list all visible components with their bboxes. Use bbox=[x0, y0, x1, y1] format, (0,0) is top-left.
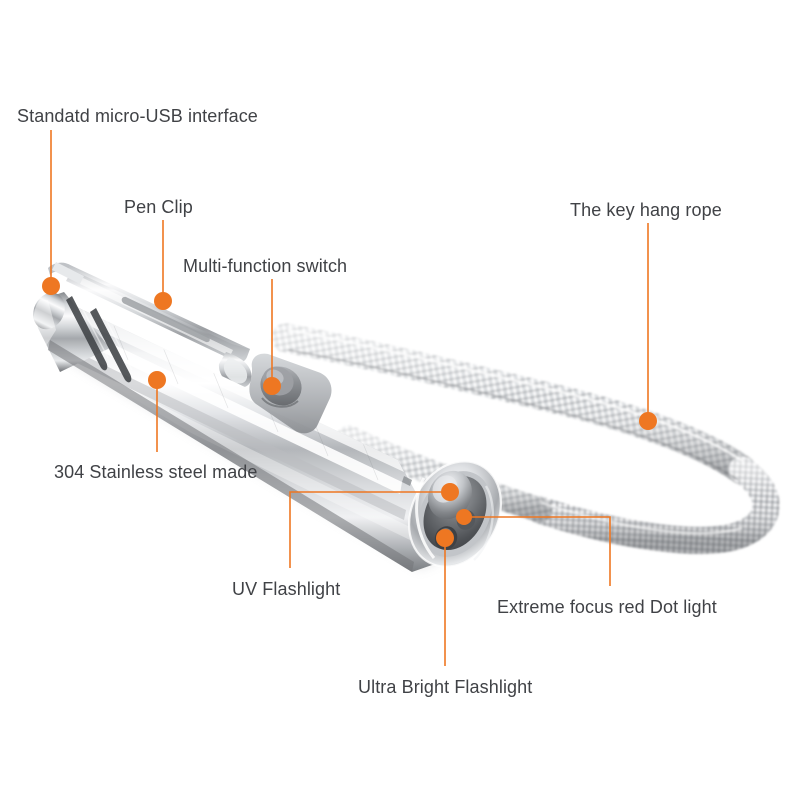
flashlight-barrel bbox=[33, 292, 452, 572]
callout-label-ultra-bright-flashlight: Ultra Bright Flashlight bbox=[358, 677, 533, 697]
leader-red-dot-light bbox=[470, 516, 611, 586]
callout-label-pen-clip: Pen Clip bbox=[124, 197, 193, 217]
callout-label-red-dot-light: Extreme focus red Dot light bbox=[497, 597, 717, 617]
callout-dot-stainless-steel[interactable] bbox=[148, 371, 166, 389]
callout-dot-multi-function-switch[interactable] bbox=[263, 377, 281, 395]
callout-dot-key-hang-rope[interactable] bbox=[639, 412, 657, 430]
callout-label-key-hang-rope: The key hang rope bbox=[570, 200, 722, 220]
callout-dot-red-dot-light[interactable] bbox=[456, 509, 472, 525]
callout-label-multi-function-switch: Multi-function switch bbox=[183, 256, 348, 276]
callout-dot-micro-usb[interactable] bbox=[42, 277, 60, 295]
callout-label-uv-flashlight: UV Flashlight bbox=[232, 579, 341, 599]
callout-dot-uv-flashlight[interactable] bbox=[441, 483, 459, 501]
callout-dot-pen-clip[interactable] bbox=[154, 292, 172, 310]
leader-uv-flashlight bbox=[289, 491, 446, 568]
callout-label-stainless-steel: 304 Stainless steel made bbox=[54, 462, 258, 482]
callout-label-micro-usb: Standatd micro-USB interface bbox=[17, 106, 258, 126]
callout-dot-ultra-bright-flashlight[interactable] bbox=[436, 529, 454, 547]
